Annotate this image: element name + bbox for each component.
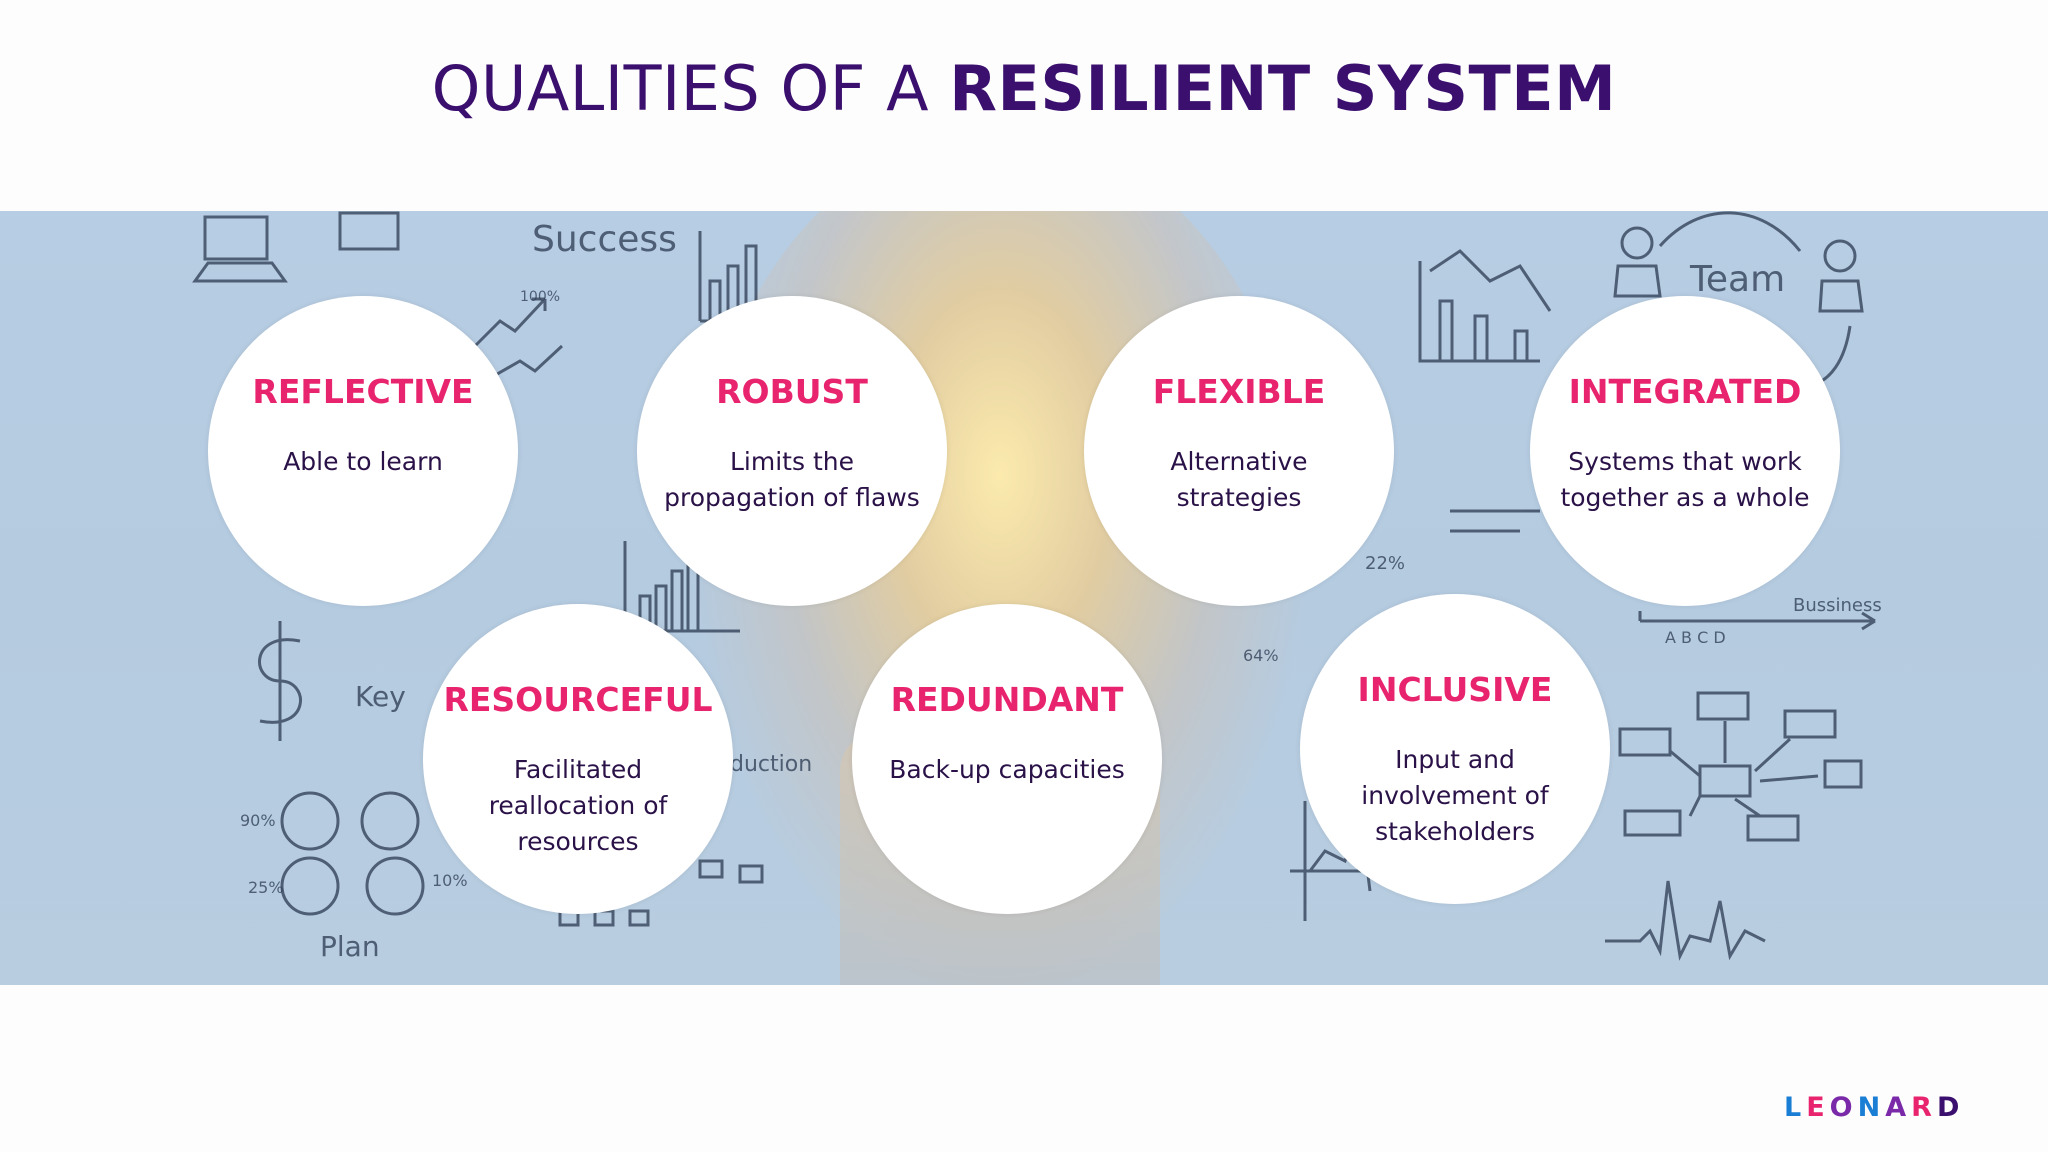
quality-description: Back-up capacities	[889, 755, 1125, 784]
sketch-text-success: Success	[532, 219, 677, 260]
quality-circle-flexible: FLEXIBLE Alternative strategies	[1084, 296, 1394, 606]
sketch-text-25: 25%	[248, 878, 284, 897]
quality-description: Limits the propagation of flaws	[664, 447, 920, 512]
logo-letter: O	[1829, 1092, 1858, 1123]
quality-heading: ROBUST	[716, 372, 868, 411]
quality-heading: FLEXIBLE	[1152, 372, 1326, 411]
logo-letter: R	[1911, 1092, 1937, 1123]
quality-circle-robust: ROBUST Limits the propagation of flaws	[637, 296, 947, 606]
quality-description: Facilitated reallocation of resources	[488, 755, 668, 856]
laptop-icon	[203, 215, 269, 261]
leonard-logo: LEONARD	[1784, 1092, 1964, 1123]
quality-circle-integrated: INTEGRATED Systems that work together as…	[1530, 296, 1840, 606]
sketch-text-64: 64%	[1243, 646, 1279, 665]
sketch-text-90: 90%	[240, 811, 276, 830]
sketch-text-100: 100%	[520, 289, 560, 305]
sketch-text-22: 22%	[1365, 553, 1405, 574]
sketch-text-key: Key	[355, 680, 406, 713]
quality-circle-reflective: REFLECTIVE Able to learn	[208, 296, 518, 606]
logo-letter: D	[1936, 1092, 1965, 1123]
quality-heading: RESOURCEFUL	[443, 680, 713, 719]
sketch-text-plan: Plan	[320, 930, 380, 963]
quality-circle-resourceful: RESOURCEFUL Facilitated reallocation of …	[423, 604, 733, 914]
logo-letter: N	[1857, 1092, 1886, 1123]
quality-circle-inclusive: INCLUSIVE Input and involvement of stake…	[1300, 594, 1610, 904]
quality-heading: REFLECTIVE	[252, 372, 474, 411]
quality-description: Systems that work together as a whole	[1560, 447, 1810, 512]
business-sketch-illustration: Success Team Key Plan Bussiness duction …	[192, 211, 1882, 963]
title-light: QUALITIES OF A	[431, 52, 950, 125]
sketch-text-production: duction	[730, 752, 812, 777]
sketch-text-abcd: A B C D	[1665, 628, 1726, 647]
sketch-text-team: Team	[1689, 259, 1785, 300]
sketch-text-10: 10%	[432, 871, 468, 890]
page-title: QUALITIES OF A RESILIENT SYSTEM	[0, 52, 2048, 125]
quality-description: Input and involvement of stakeholders	[1361, 745, 1549, 846]
quality-heading: REDUNDANT	[890, 680, 1124, 719]
quality-description: Able to learn	[283, 447, 443, 476]
quality-heading: INCLUSIVE	[1357, 670, 1553, 709]
background-banner: Success Team Key Plan Bussiness duction …	[0, 211, 2048, 985]
logo-letter: E	[1806, 1092, 1830, 1123]
logo-letter: A	[1885, 1092, 1912, 1123]
quality-description: Alternative strategies	[1170, 447, 1308, 512]
quality-heading: INTEGRATED	[1568, 372, 1802, 411]
title-bold: RESILIENT SYSTEM	[949, 52, 1617, 125]
logo-letter: L	[1784, 1092, 1807, 1123]
sketch-text-business: Bussiness	[1793, 595, 1882, 616]
quality-circle-redundant: REDUNDANT Back-up capacities	[852, 604, 1162, 914]
